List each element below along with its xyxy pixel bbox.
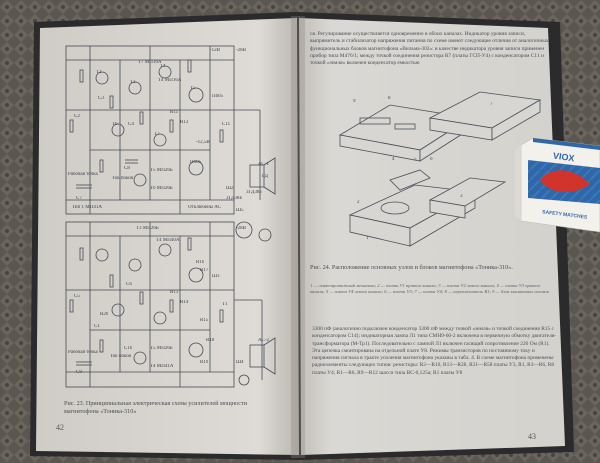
schematic-label: C1 [94, 324, 100, 329]
schematic-label: Т3 [130, 80, 136, 85]
schematic-label: АС-1 [258, 162, 269, 167]
schematic-label: -28В [236, 48, 246, 53]
schematic-label: Т4 [160, 64, 166, 69]
schematic-label: Тип 1 МП41А [72, 205, 102, 210]
schematic-label: Т7 МП16А [138, 60, 162, 65]
schematic-label: Отключены АС [188, 205, 221, 210]
figure-number: 1 [366, 236, 369, 241]
schematic-label: Т6 МП26Б [150, 186, 173, 191]
figure-caption: Рис. 23. Принципиальная электрическая сх… [64, 400, 248, 415]
schematic-label: R17 [200, 268, 209, 273]
schematic-lower [65, 221, 276, 388]
schematic-label: -28В [236, 226, 246, 231]
figure-number: 8 [388, 96, 391, 101]
schematic-label: Ток покоя [112, 176, 133, 181]
schematic-label: Т4 МП40А [156, 238, 180, 243]
schematic-label: R16 [196, 260, 205, 265]
figure-number: 9 [353, 99, 356, 104]
page-number: 43 [528, 432, 536, 441]
schematic-label: C10 [124, 346, 133, 351]
paragraph: ся. Регулирование осуществляется одновре… [310, 31, 549, 67]
schematic-label: C6 [126, 282, 132, 287]
schematic-label: 3ГД38Е [226, 196, 243, 201]
schematic-label: Ш4 [236, 360, 244, 365]
page-number: 42 [56, 423, 64, 432]
schematic-label: C3 [98, 96, 104, 101]
schematic-label: R12 [180, 120, 189, 125]
schematic-label: Т5 [190, 86, 196, 91]
schematic-label: П605 [212, 94, 224, 99]
schematic-label: Т7 [154, 132, 160, 137]
schematic-label: C9 [76, 370, 82, 375]
schematic-label: R18 [206, 338, 215, 343]
schematic-label: C5 [74, 294, 80, 299]
chassis-figure [338, 91, 542, 247]
schematic-label: Рабочая точка [68, 350, 98, 355]
schematic-label: R20 [100, 312, 109, 317]
schematic-label: C4 [128, 122, 134, 127]
figure-legend: 1 — лентопротяжный механизм; 2 — плата У… [310, 283, 549, 294]
schematic-label: АС-2 [258, 338, 269, 343]
schematic-label: Ш3 [212, 274, 220, 279]
figure-caption: Рис. 24. Расположение основных узлов и б… [310, 264, 513, 271]
matchbox-emblem [540, 170, 590, 193]
gutter-shadow [291, 16, 305, 458]
figure-number: 5 [414, 157, 417, 162]
matchbox [515, 137, 600, 233]
schematic-label: Т5 МП26Б [150, 168, 173, 173]
schematic-label: C2 [74, 114, 80, 119]
paragraph: 3300 пФ (аналогично подключен конденсато… [312, 326, 557, 376]
schematic-label: Ш5 [236, 208, 244, 213]
schematic-label: -12В [210, 48, 220, 53]
schematic-label: R13 [170, 290, 179, 295]
figure-number: 6 [430, 157, 433, 162]
schematic-label: Т1 [222, 302, 228, 307]
schematic-label: R15 [200, 318, 209, 323]
figure-number: 7 [490, 102, 493, 107]
schematic-label: П605 [190, 160, 202, 165]
left-page [36, 18, 299, 455]
schematic-label: Т3 МП26Б [136, 226, 159, 231]
schematic-upper [65, 45, 276, 242]
schematic-label: Т4 МП16А [158, 78, 182, 83]
schematic-label: R11 [170, 110, 179, 115]
figure-number: 3 [460, 194, 463, 199]
schematic-label: R14 [180, 300, 189, 305]
schematic-label: Ш2 [226, 186, 234, 191]
schematic-label: R19 [200, 360, 209, 365]
schematic-label: Рабочая точка [68, 172, 98, 177]
schematic-label: C7 [76, 196, 82, 201]
schematic-label: C8 [124, 166, 130, 171]
schematic-label: Т4 МП41А [150, 364, 174, 369]
schematic-label: -12,5В [196, 140, 210, 145]
figure-number: 2 [357, 200, 360, 205]
schematic-label: ГД [262, 174, 268, 179]
schematic-label: Т2 [96, 70, 102, 75]
schematic-label: Т6 [112, 122, 118, 127]
figure-number: 4 [392, 157, 395, 162]
schematic-label: C11 [222, 122, 231, 127]
schematic-label: 3ГД38Е [246, 190, 263, 195]
schematic-label: Т5 МП26Б [150, 346, 173, 351]
schematic-label: Ток покоя [110, 354, 131, 359]
